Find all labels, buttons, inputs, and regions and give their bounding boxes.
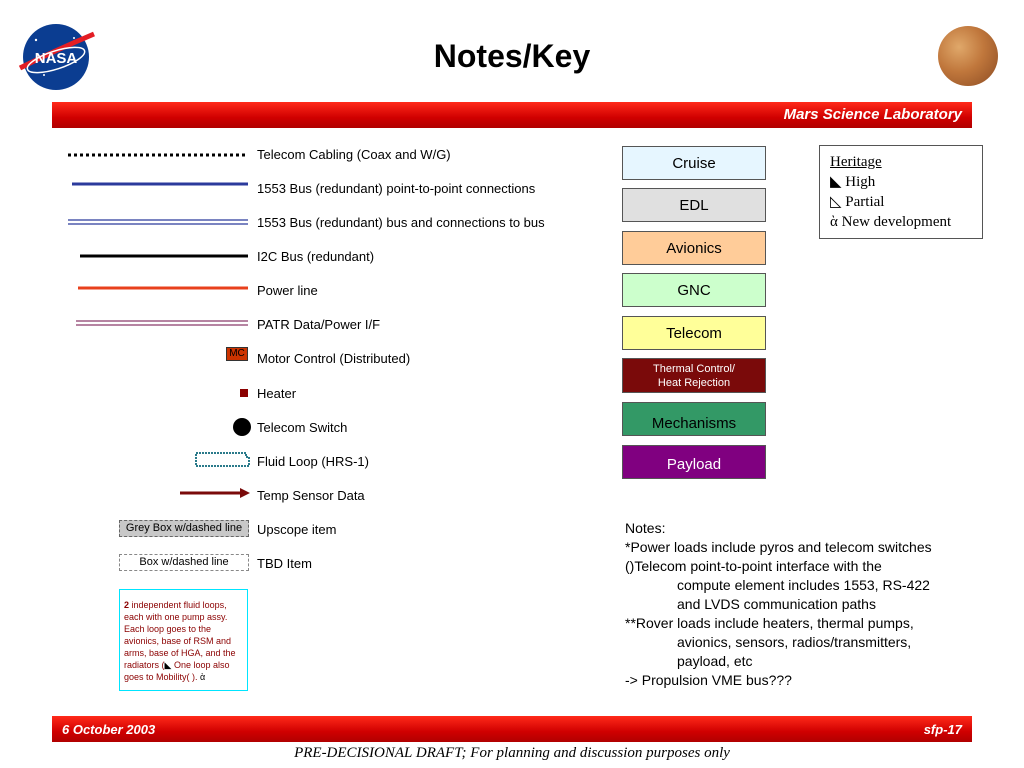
nasa-logo: NASA bbox=[14, 20, 98, 94]
heritage-item-new: ὰ New development bbox=[830, 212, 982, 232]
key-edl: EDL bbox=[622, 188, 766, 222]
notes-line2b: compute element includes 1553, RS-422 bbox=[677, 577, 930, 593]
motor-control-badge: MC bbox=[226, 347, 248, 361]
legend-label-temp-sensor: Temp Sensor Data bbox=[257, 488, 365, 503]
legend-indicators bbox=[68, 153, 251, 498]
footer-date: 6 October 2003 bbox=[62, 722, 156, 737]
key-thermal-line2: Heat Rejection bbox=[657, 377, 731, 389]
heritage-title: Heritage bbox=[830, 154, 882, 170]
fluid-note-lead: 2 bbox=[124, 600, 130, 610]
legend-label-upscope: Upscope item bbox=[257, 522, 337, 537]
mission-name: Mars Science Laboratory bbox=[783, 106, 962, 123]
key-thermal-line1: Thermal Control/ bbox=[653, 363, 735, 375]
heritage-new-label: New development bbox=[841, 214, 952, 230]
legend-label-telecom-switch: Telecom Switch bbox=[257, 420, 348, 435]
notes-line1: *Power loads include pyros and telecom s… bbox=[625, 539, 932, 555]
fluid-loop-icon bbox=[195, 452, 250, 467]
legend-label-tbd: TBD Item bbox=[257, 556, 312, 571]
notes-line2: ()Telecom point-to-point interface with … bbox=[625, 558, 882, 574]
key-payload: Payload bbox=[622, 445, 766, 479]
fluid-loop-note: 2 independent fluid loops, each with one… bbox=[119, 589, 248, 691]
heritage-partial-symbol-icon: ◺ bbox=[830, 194, 842, 210]
notes-line3c: payload, etc bbox=[677, 653, 753, 669]
notes-title: Notes: bbox=[625, 520, 666, 536]
fluid-note-text: independent fluid loops, each with one p… bbox=[124, 600, 236, 670]
heritage-high-symbol-icon: ◣ bbox=[830, 174, 842, 190]
legend-label-fluid-loop: Fluid Loop (HRS-1) bbox=[257, 454, 369, 469]
heater-icon bbox=[240, 389, 248, 397]
mars-image bbox=[938, 26, 998, 86]
upscope-box: Grey Box w/dashed line bbox=[119, 520, 249, 537]
notes-line3: **Rover loads include heaters, thermal p… bbox=[625, 615, 914, 631]
legend-label-motor-control: Motor Control (Distributed) bbox=[257, 351, 411, 366]
key-cruise: Cruise bbox=[622, 146, 766, 180]
new-development-icon: ὰ bbox=[200, 672, 206, 682]
footer-page-number: sfp-17 bbox=[923, 722, 962, 737]
notes-line2c: and LVDS communication paths bbox=[677, 596, 876, 612]
key-telecom: Telecom bbox=[622, 316, 766, 350]
legend-label-telecom-cabling: Telecom Cabling (Coax and W/G) bbox=[257, 147, 451, 162]
legend-label-1553-p2p: 1553 Bus (redundant) point-to-point conn… bbox=[257, 181, 536, 196]
heritage-item-partial: ◺ Partial bbox=[830, 192, 982, 212]
legend-label-i2c: I2C Bus (redundant) bbox=[257, 249, 375, 264]
telecom-switch-icon bbox=[233, 418, 251, 436]
heritage-high-icon: ◣ bbox=[164, 660, 172, 670]
key-mechanisms: Mechanisms bbox=[622, 402, 766, 436]
notes-line3b: avionics, sensors, radios/transmitters, bbox=[677, 634, 912, 650]
footer-bar: 6 October 2003 sfp-17 bbox=[52, 716, 972, 742]
header-bar: Mars Science Laboratory bbox=[52, 102, 972, 128]
tbd-box: Box w/dashed line bbox=[119, 554, 249, 571]
heritage-item-high: ◣ High bbox=[830, 172, 982, 192]
notes-line4: -> Propulsion VME bus??? bbox=[625, 672, 792, 688]
svg-text:NASA: NASA bbox=[35, 50, 78, 67]
key-gnc: GNC bbox=[622, 273, 766, 307]
heritage-new-symbol-icon: ὰ bbox=[830, 214, 838, 230]
key-avionics: Avionics bbox=[622, 231, 766, 265]
legend-label-1553-bus: 1553 Bus (redundant) bus and connections… bbox=[257, 215, 545, 230]
key-thermal-control: Thermal Control/ Heat Rejection bbox=[622, 358, 766, 393]
footer-disclaimer: PRE-DECISIONAL DRAFT; For planning and d… bbox=[294, 745, 730, 761]
heritage-high-label: High bbox=[845, 174, 876, 190]
fluid-note-text2: One loop also goes to Mobility( ). bbox=[124, 660, 230, 682]
heritage-legend: Heritage ◣ High ◺ Partial ὰ New developm… bbox=[819, 145, 983, 239]
notes-block: Notes: *Power loads include pyros and te… bbox=[625, 519, 985, 690]
temp-sensor-arrowhead bbox=[240, 488, 250, 498]
page-title: Notes/Key bbox=[433, 38, 591, 74]
legend-label-patr: PATR Data/Power I/F bbox=[257, 317, 381, 332]
heritage-partial-label: Partial bbox=[845, 194, 885, 210]
legend-label-power: Power line bbox=[257, 283, 318, 298]
legend-label-heater: Heater bbox=[257, 386, 297, 401]
